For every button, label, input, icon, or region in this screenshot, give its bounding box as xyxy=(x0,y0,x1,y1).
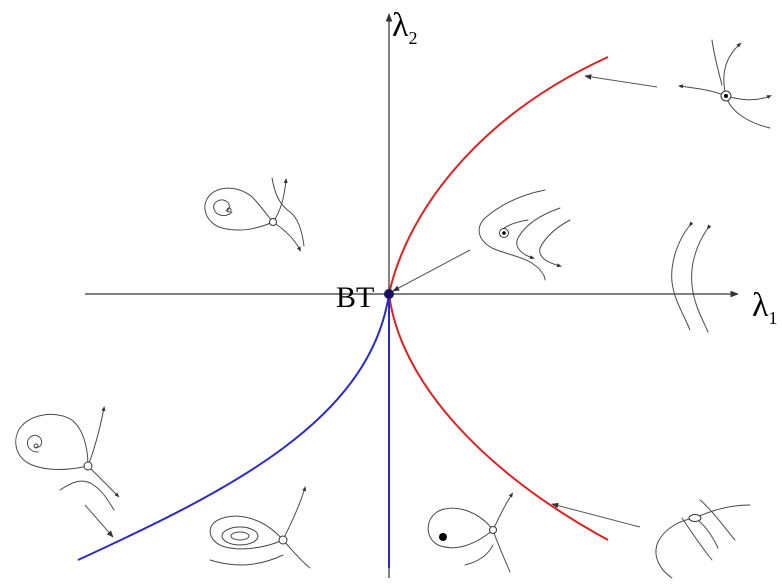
x-axis-label: λ1 xyxy=(752,287,778,328)
bt-point: BT xyxy=(336,281,394,314)
bt-point-marker xyxy=(384,289,394,299)
saddle-marker xyxy=(489,526,497,534)
red-curve-lower xyxy=(388,293,609,541)
blue-curve-left xyxy=(77,293,390,561)
node-marker xyxy=(688,514,702,522)
pointer-arrow-bottom-right xyxy=(551,502,641,528)
pointer-arrow-center xyxy=(392,249,471,292)
red-curve-upper xyxy=(388,56,609,295)
phase-portrait-center xyxy=(478,189,571,281)
saddle-marker xyxy=(269,218,277,226)
bifurcation-curves xyxy=(77,56,609,568)
phase-portrait-bottom-right xyxy=(655,499,751,579)
pointer-arrow-top-right xyxy=(584,74,658,88)
axes: λ1 λ2 xyxy=(85,7,778,578)
saddle-marker xyxy=(278,535,288,545)
focus-marker xyxy=(439,533,447,541)
phase-portrait-top-right xyxy=(678,39,772,129)
phase-portrait-right xyxy=(671,221,712,333)
y-axis-label: λ2 xyxy=(392,7,418,48)
phase-portrait-upper-left xyxy=(204,177,305,252)
saddle-marker xyxy=(83,461,93,471)
phase-portrait-bottom-center-left xyxy=(209,486,311,569)
bt-point-label: BT xyxy=(336,281,374,314)
pointer-arrows xyxy=(84,74,658,538)
phase-portrait-bottom-center xyxy=(427,492,514,573)
pointer-arrow-bottom-left xyxy=(84,504,114,538)
phase-portrait-lower-left xyxy=(15,406,120,511)
